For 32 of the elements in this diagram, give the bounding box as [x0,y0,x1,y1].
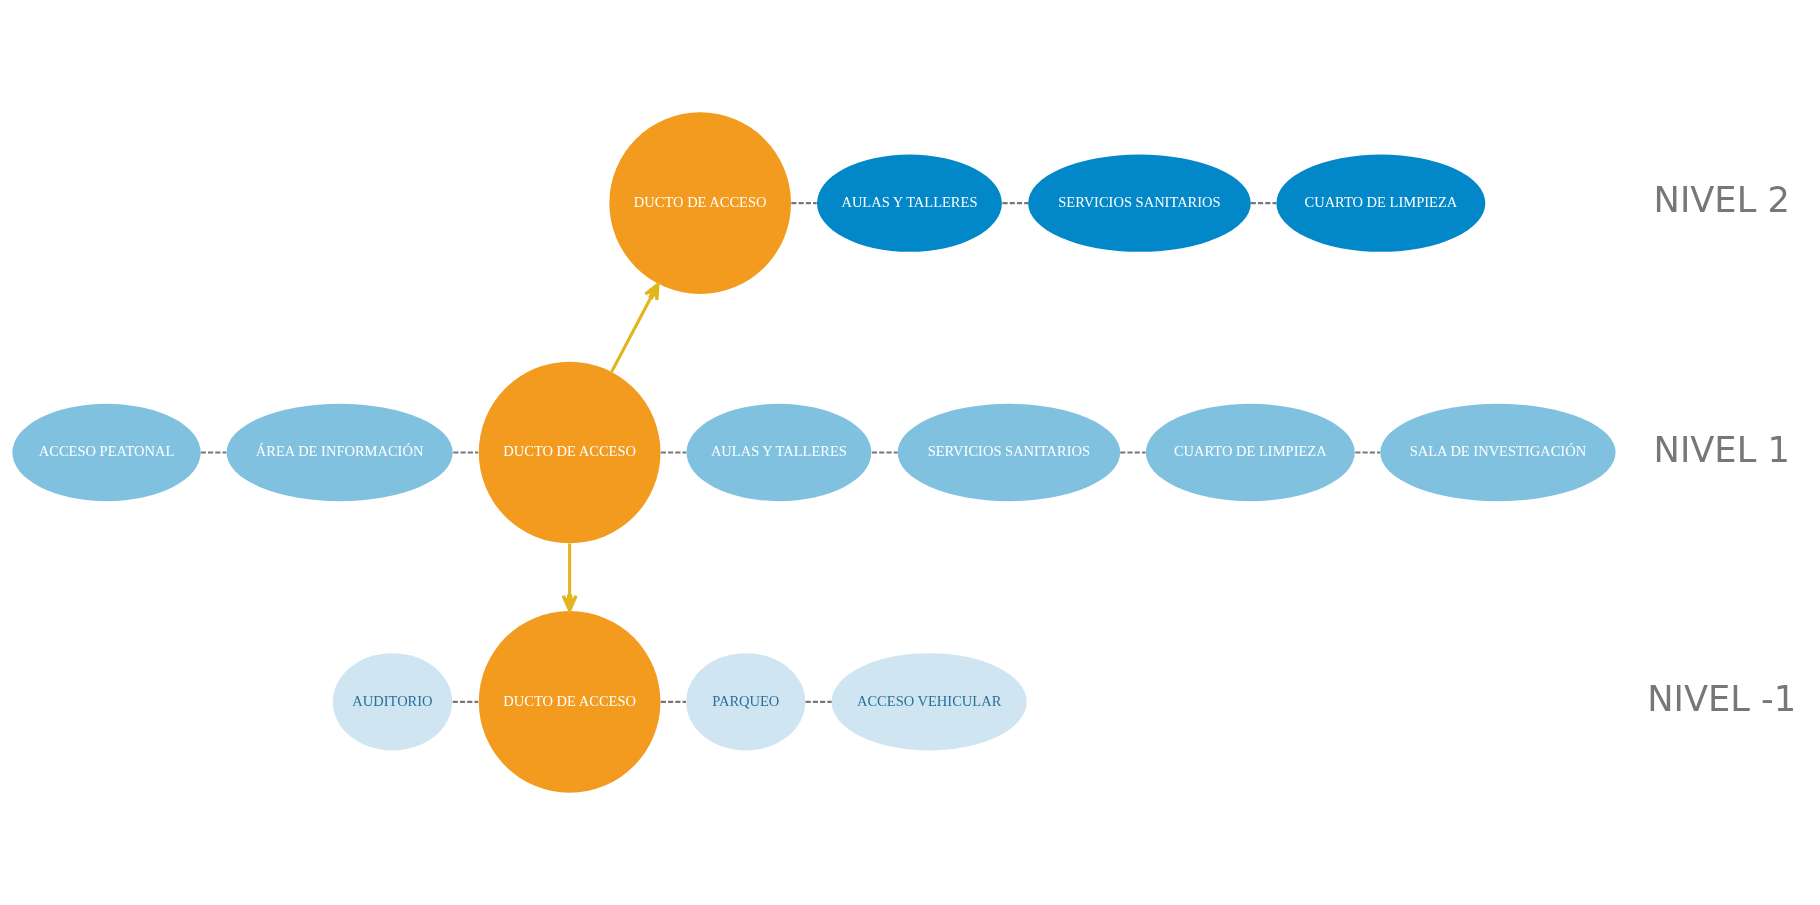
connector [1002,202,1029,205]
node-circle: DUCTO DE ACCESO [478,361,661,544]
label: NIVEL 2 [1653,179,1790,221]
connector [660,700,686,703]
node-circle: DUCTO DE ACCESO [478,611,661,793]
node-ellipse: ACCESO VEHICULAR [831,653,1027,751]
node-ellipse: CUARTO DE LIMPIEZA [1145,403,1355,502]
node-ellipse: ACCESO PEATONAL [12,403,201,502]
connector [660,451,687,454]
label: NIVEL -1 [1647,677,1797,719]
node-ellipse: AULAS Y TALLERES [686,403,872,502]
connector [453,451,479,454]
node-ellipse: AULAS Y TALLERES [817,154,1002,252]
node-ellipse: SERVICIOS SANITARIOS [897,403,1121,502]
node-ellipse: CUARTO DE LIMPIEZA [1276,154,1486,252]
connector [1120,451,1146,454]
node-ellipse: SERVICIOS SANITARIOS [1028,154,1251,252]
connector [200,451,227,454]
arrow [610,282,660,373]
connector [452,700,479,703]
connector [1250,202,1277,205]
node-ellipse: AUDITORIO [332,653,453,751]
arrow [561,543,578,613]
connector [791,202,817,205]
node-ellipse: PARQUEO [686,653,806,751]
node-ellipse: ÁREA DE INFORMACIÓN [226,403,453,502]
connector [1355,451,1381,454]
node-circle: DUCTO DE ACCESO [609,112,791,294]
label: NIVEL 1 [1653,428,1790,470]
connector [871,451,898,454]
connector [805,700,832,703]
node-ellipse: SALA DE INVESTIGACIÓN [1380,403,1616,502]
